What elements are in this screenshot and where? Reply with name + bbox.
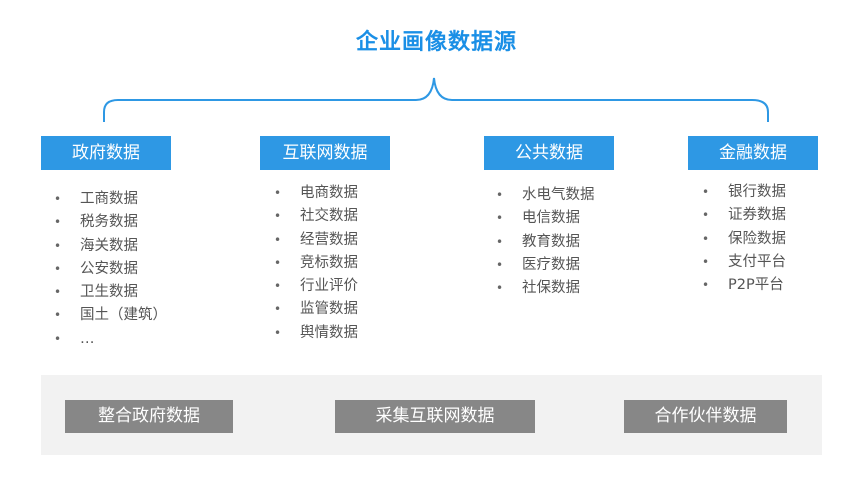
list-item: 公安数据 <box>54 258 167 282</box>
category-public: 公共数据 <box>484 136 614 170</box>
finance-item-list: 银行数据 证券数据 保险数据 支付平台 P2P平台 <box>702 181 786 298</box>
source-internet-collection: 采集互联网数据 <box>335 400 535 433</box>
list-item: 海关数据 <box>54 235 167 259</box>
internet-item-list: 电商数据 社交数据 经营数据 竞标数据 行业评价 监管数据 舆情数据 <box>274 182 358 345</box>
government-item-list: 工商数据 税务数据 海关数据 公安数据 卫生数据 国土（建筑） … <box>54 188 167 351</box>
list-item: 经营数据 <box>274 229 358 253</box>
list-item: 支付平台 <box>702 251 786 275</box>
list-item: 卫生数据 <box>54 281 167 305</box>
source-partner-data: 合作伙伴数据 <box>624 400 787 433</box>
list-item: 教育数据 <box>496 231 595 255</box>
list-item: 电信数据 <box>496 207 595 231</box>
list-item: P2P平台 <box>702 274 786 298</box>
list-item: 医疗数据 <box>496 254 595 278</box>
category-internet: 互联网数据 <box>260 136 390 170</box>
list-item: 社保数据 <box>496 277 595 301</box>
list-item: 监管数据 <box>274 298 358 322</box>
list-item: 证券数据 <box>702 204 786 228</box>
category-government: 政府数据 <box>41 136 171 170</box>
list-item: … <box>54 328 167 352</box>
list-item: 工商数据 <box>54 188 167 212</box>
list-item: 行业评价 <box>274 275 358 299</box>
list-item: 社交数据 <box>274 205 358 229</box>
list-item: 水电气数据 <box>496 184 595 208</box>
diagram-title: 企业画像数据源 <box>355 30 517 55</box>
list-item: 国土（建筑） <box>54 304 167 328</box>
list-item: 竞标数据 <box>274 252 358 276</box>
list-item: 银行数据 <box>702 181 786 205</box>
public-item-list: 水电气数据 电信数据 教育数据 医疗数据 社保数据 <box>496 184 595 301</box>
list-item: 税务数据 <box>54 211 167 235</box>
category-finance: 金融数据 <box>688 136 818 170</box>
list-item: 保险数据 <box>702 228 786 252</box>
source-government-integration: 整合政府数据 <box>65 400 233 433</box>
list-item: 舆情数据 <box>274 322 358 346</box>
list-item: 电商数据 <box>274 182 358 206</box>
